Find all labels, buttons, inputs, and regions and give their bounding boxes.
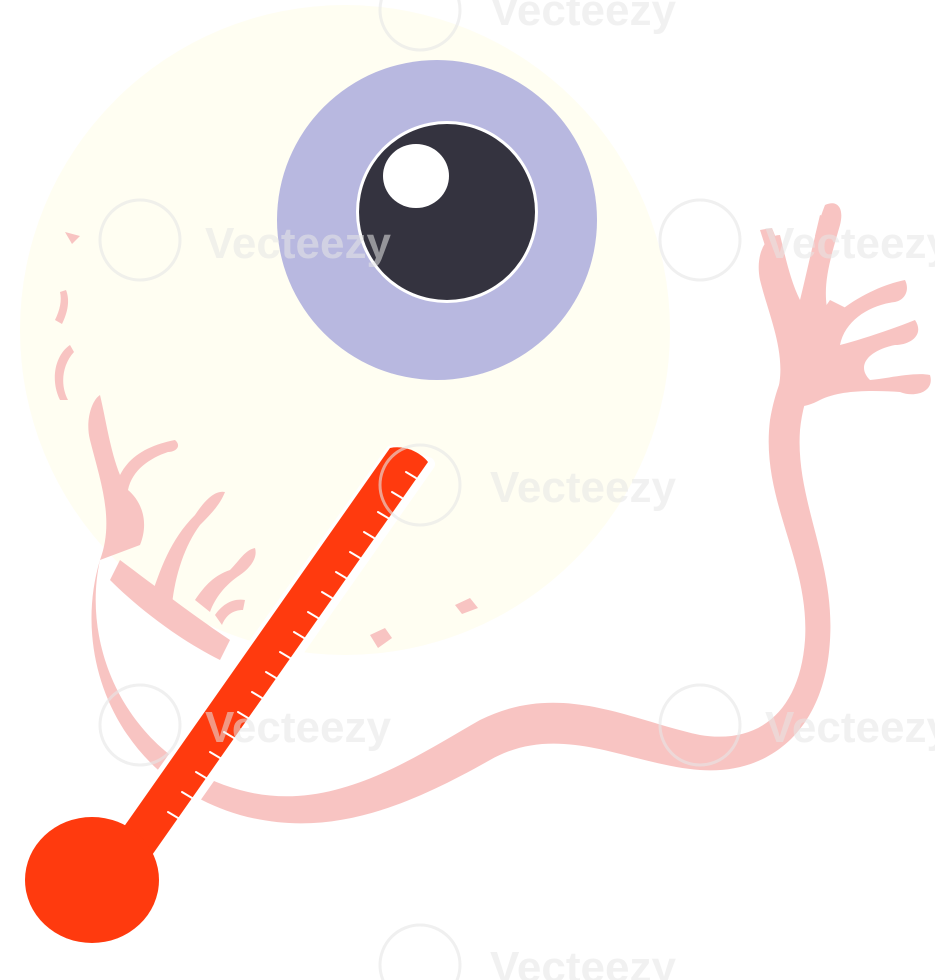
watermark-text-5: Vecteezy [205, 703, 391, 752]
thermometer-icon [11, 445, 435, 957]
thermometer-stem [116, 447, 428, 858]
watermark-text-1: Vecteezy [490, 0, 676, 35]
watermark-text-2: Vecteezy [205, 219, 391, 268]
pupil [359, 124, 535, 300]
pupil-highlight [383, 144, 449, 208]
thermometer-ticks [167, 471, 417, 819]
watermark: Vecteezy Vecteezy Vecteezy Vecteezy Vect… [98, 0, 935, 980]
thermometer-bulb [25, 817, 159, 943]
watermark-text-6: Vecteezy [765, 703, 935, 752]
watermark-text-4: Vecteezy [490, 463, 676, 512]
watermark-text-7: Vecteezy [490, 943, 676, 980]
eyeball-icon [277, 60, 597, 380]
watermark-text-3: Vecteezy [765, 219, 935, 268]
